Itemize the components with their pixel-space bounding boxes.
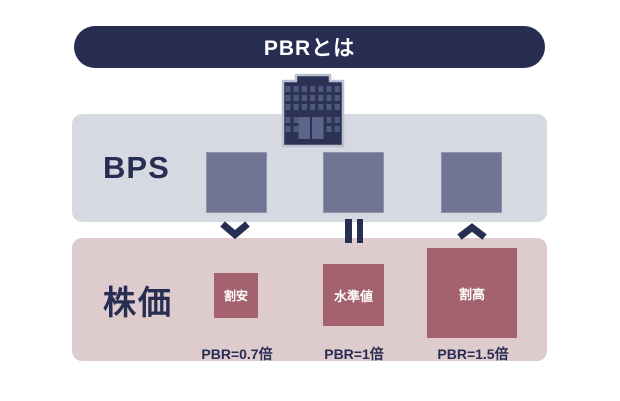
equals-bar: [356, 219, 363, 243]
price-square-fair: 水準値: [323, 264, 384, 326]
price-square-undervalued: 割安: [214, 273, 258, 318]
building-icon: [281, 73, 345, 148]
bps-square: [441, 152, 502, 213]
chevron-down-icon: [220, 221, 250, 240]
price-square-overvalued: 割高: [427, 248, 517, 338]
bps-square: [206, 152, 267, 213]
pbr-ratio-label: PBR=1.5倍: [437, 346, 509, 362]
pbr-ratio-label: PBR=0.7倍: [201, 346, 273, 362]
title-pill: PBRとは: [74, 26, 545, 68]
price-square-tag: 水準値: [333, 288, 373, 304]
bps-label: BPS: [103, 150, 170, 185]
equals-icon: [345, 219, 363, 243]
page-title: PBRとは: [263, 37, 356, 60]
chevron-up-icon: [457, 223, 487, 240]
pbr-ratio-label: PBR=1倍: [324, 346, 384, 362]
equals-bar: [345, 219, 352, 243]
price-square-tag: 割安: [223, 289, 248, 303]
bps-square: [323, 152, 384, 213]
price-label: 株価: [103, 283, 173, 321]
price-square-tag: 割高: [458, 286, 485, 302]
